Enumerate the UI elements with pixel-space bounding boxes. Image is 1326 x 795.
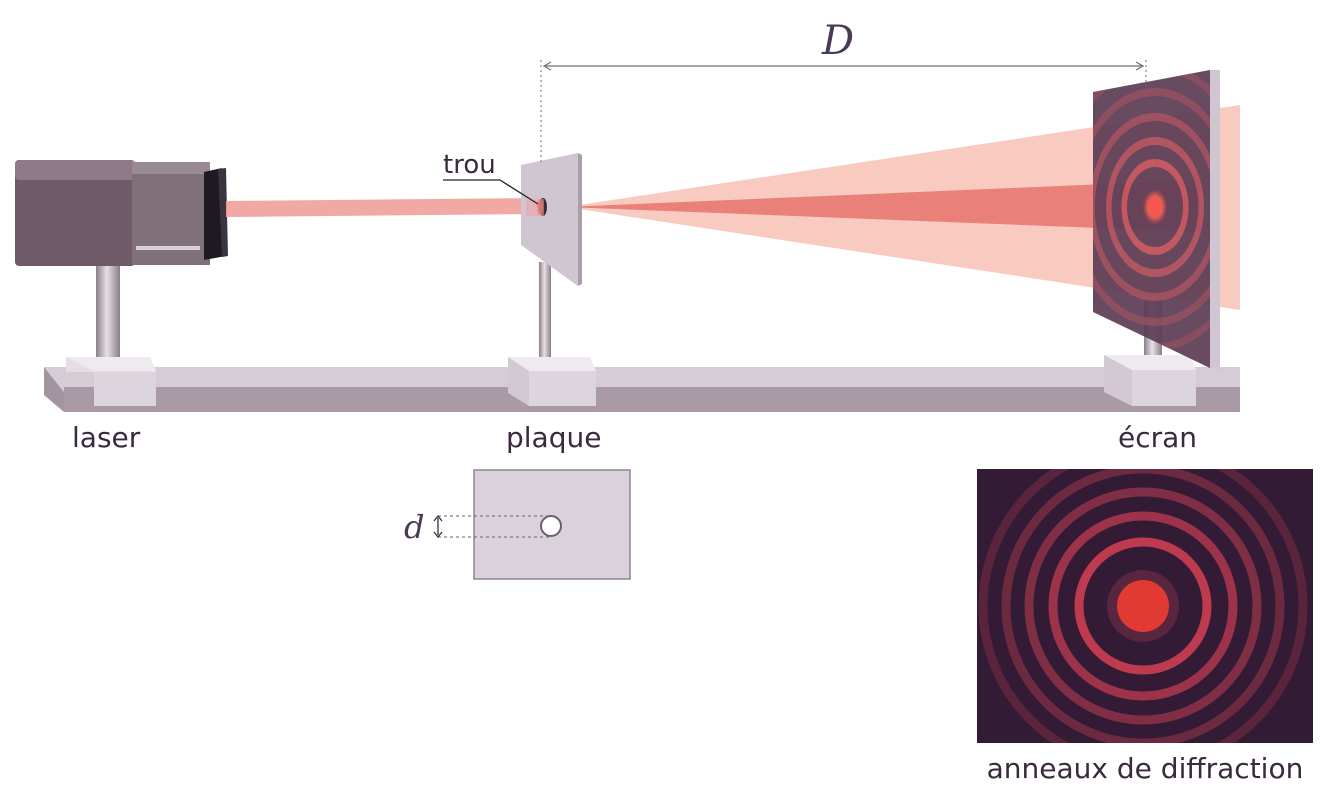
- distance-dimension: D: [540, 18, 1147, 165]
- diffraction-pattern: anneaux de diffraction: [977, 469, 1313, 785]
- screen-icon: [1093, 70, 1220, 406]
- optical-rail: [44, 367, 1240, 412]
- distance-label: D: [821, 18, 854, 64]
- hole-callout: trou: [443, 150, 539, 205]
- laser-device-icon: [15, 160, 228, 406]
- hole-label: trou: [443, 150, 496, 180]
- diffracted-light-cone: [566, 105, 1240, 310]
- screen-label: écran: [1118, 421, 1197, 454]
- hole-detail: [540, 515, 562, 537]
- diameter-label: d: [404, 508, 424, 546]
- laser-label: laser: [72, 421, 141, 454]
- plate-label: plaque: [506, 421, 601, 454]
- plate-detail: d: [404, 469, 631, 580]
- plate-with-hole-icon: [508, 153, 596, 406]
- pattern-caption: anneaux de diffraction: [987, 752, 1304, 785]
- laser-beam: [226, 198, 540, 217]
